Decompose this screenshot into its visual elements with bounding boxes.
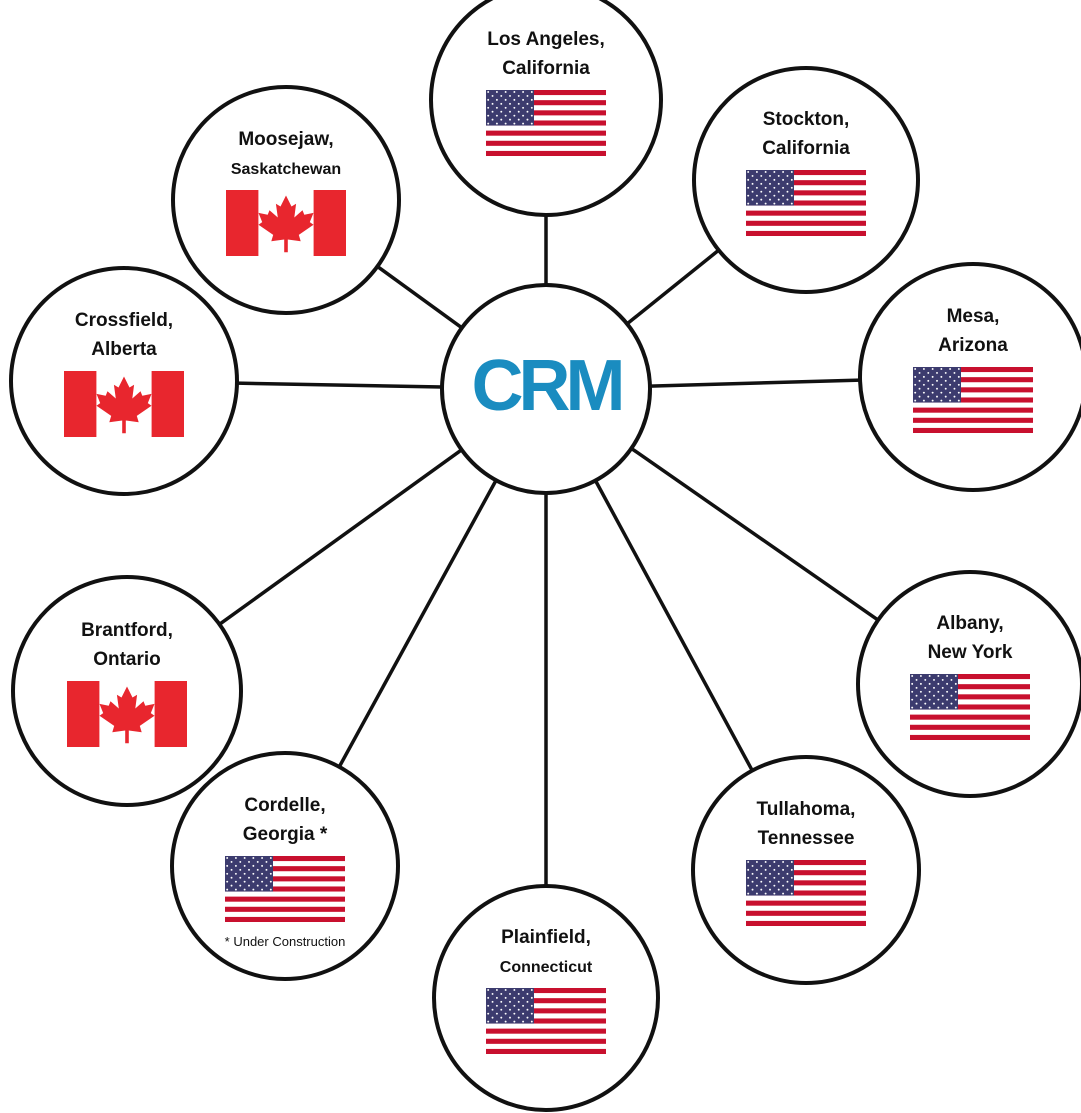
connector-line-mesa [649, 378, 861, 388]
location-city: Tullahoma, [757, 799, 856, 820]
location-city: Los Angeles, [487, 29, 605, 50]
crm-hub-node: CRM [440, 283, 652, 495]
us-flag-icon [225, 856, 345, 922]
construction-note: * Under Construction [225, 934, 346, 949]
location-region: Arizona [938, 335, 1008, 356]
connector-line-crossfield [236, 381, 443, 389]
us-flag-icon [910, 674, 1030, 740]
location-city: Plainfield, [501, 927, 591, 948]
location-region: Connecticut [500, 959, 593, 976]
location-city: Moosejaw, [238, 129, 333, 150]
connector-line-cordelle [337, 479, 498, 768]
location-node-moosejaw: Moosejaw, Saskatchewan [171, 85, 401, 315]
location-nodes: Los Angeles,CaliforniaStockton,Californi… [9, 0, 1081, 1112]
canada-flag-icon [67, 681, 187, 747]
location-node-brantford: Brantford, Ontario [11, 575, 243, 807]
canada-flag-icon [64, 371, 184, 437]
maple-leaf-icon [96, 376, 152, 434]
us-flag-icon [746, 860, 866, 926]
connector-line-brantford [218, 448, 463, 626]
location-region: Ontario [93, 649, 161, 670]
connector-line-moosejaw [376, 265, 463, 330]
location-region: California [502, 58, 590, 79]
location-city: Crossfield, [75, 310, 173, 331]
location-node-stockton: Stockton, California [692, 66, 920, 294]
location-region: California [762, 138, 850, 159]
location-node-tullahoma: Tullahoma, Tennessee [691, 755, 921, 985]
location-city: Cordelle, [244, 795, 325, 816]
location-city: Stockton, [763, 109, 850, 130]
canada-flag-icon [226, 190, 346, 256]
location-node-plainfield: Plainfield, Connecticut [432, 884, 660, 1112]
location-region: Tennessee [758, 828, 855, 849]
us-flag-icon [486, 90, 606, 156]
hub-circle [440, 283, 652, 495]
location-region: New York [928, 642, 1013, 663]
location-node-crossfield: Crossfield, Alberta [9, 266, 239, 496]
us-flag-icon [746, 170, 866, 236]
maple-leaf-icon [99, 686, 155, 744]
connector-lines [218, 215, 880, 886]
location-node-los-angeles: Los Angeles, California [429, 0, 663, 217]
us-flag-icon [913, 367, 1033, 433]
location-city: Mesa, [947, 306, 1000, 327]
location-node-mesa: Mesa, Arizona [858, 262, 1081, 492]
location-city: Brantford, [81, 620, 173, 641]
location-region: Alberta [91, 339, 157, 360]
maple-leaf-icon [258, 195, 314, 253]
location-region: Georgia * [243, 824, 328, 845]
crm-logo: CRM [472, 346, 622, 426]
location-node-cordelle: Cordelle, Georgia * * Under Construction [170, 751, 400, 981]
us-flag-icon [486, 988, 606, 1054]
location-city: Albany, [936, 613, 1003, 634]
connector-line-stockton [625, 248, 720, 326]
connector-line-albany [630, 446, 880, 622]
location-node-albany: Albany, New York [856, 570, 1081, 798]
connector-line-tullahoma [593, 479, 754, 772]
location-region: Saskatchewan [231, 161, 341, 178]
